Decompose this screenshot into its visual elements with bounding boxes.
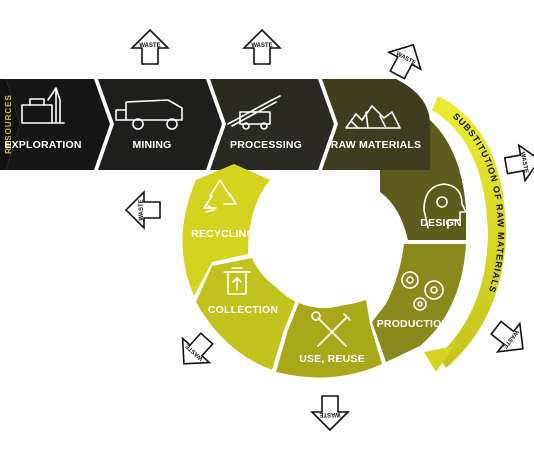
- recycle-icon: [203, 179, 237, 213]
- step-collection: [196, 258, 296, 370]
- label-use-reuse: USE, REUSE: [299, 353, 365, 365]
- gears-icon: [401, 271, 444, 311]
- svg-text:WASTE: WASTE: [139, 199, 145, 220]
- waste-arrow-mining: WASTE: [130, 28, 170, 65]
- label-design: DESIGN: [420, 217, 461, 229]
- ore-pile-icon: [345, 105, 401, 129]
- step-recycling: [182, 164, 270, 296]
- waste-arrow-collection: WASTE: [181, 332, 214, 365]
- waste-arrow-production: WASTE: [490, 320, 524, 353]
- waste-arrow-recycling: WASTE: [124, 190, 161, 230]
- svg-text:WASTE: WASTE: [519, 152, 529, 174]
- step-use-reuse: [276, 300, 382, 378]
- cycle-ring: DESIGN PRODUCTION USE, REUSE COLLECTION …: [182, 120, 467, 378]
- step-mining: [98, 79, 222, 170]
- wrench-screwdriver-icon: [311, 311, 351, 347]
- label-production: PRODUCTION: [377, 318, 450, 330]
- step-exploration: [6, 79, 110, 170]
- cycle-center: [258, 176, 390, 308]
- svg-text:WASTE: WASTE: [139, 43, 160, 49]
- step-processing: [210, 79, 334, 170]
- svg-text:WASTE: WASTE: [319, 411, 340, 417]
- label-collection: COLLECTION: [208, 304, 278, 316]
- dump-truck-icon: [115, 99, 183, 130]
- waste-arrow-use-reuse: WASTE: [310, 395, 350, 432]
- svg-text:WASTE: WASTE: [251, 43, 272, 49]
- resources-tab: [0, 79, 20, 170]
- waste-arrow-processing: WASTE: [242, 28, 282, 65]
- resources-label: RESOURCES: [4, 94, 13, 154]
- linear-chain: RESOURCES EXPLORATION MINING: [0, 79, 430, 170]
- drill-rig-icon: [21, 87, 65, 124]
- label-raw-materials: RAW MATERIALS: [331, 139, 421, 151]
- step-raw-materials: [322, 79, 430, 170]
- conveyor-icon: [227, 95, 281, 130]
- head-gears-icon: [423, 183, 467, 229]
- substitution-arc: [432, 96, 506, 368]
- substitution-arrowhead: [424, 346, 454, 372]
- waste-arrow-raw-materials: WASTE: [386, 43, 423, 80]
- label-processing: PROCESSING: [230, 139, 302, 151]
- step-design: [380, 120, 466, 240]
- label-exploration: EXPLORATION: [4, 139, 81, 151]
- label-mining: MINING: [132, 139, 171, 151]
- waste-arrow-design: WASTE: [503, 143, 534, 183]
- recycle-bin-icon: [223, 267, 251, 295]
- label-recycling: RECYCLING: [191, 228, 255, 240]
